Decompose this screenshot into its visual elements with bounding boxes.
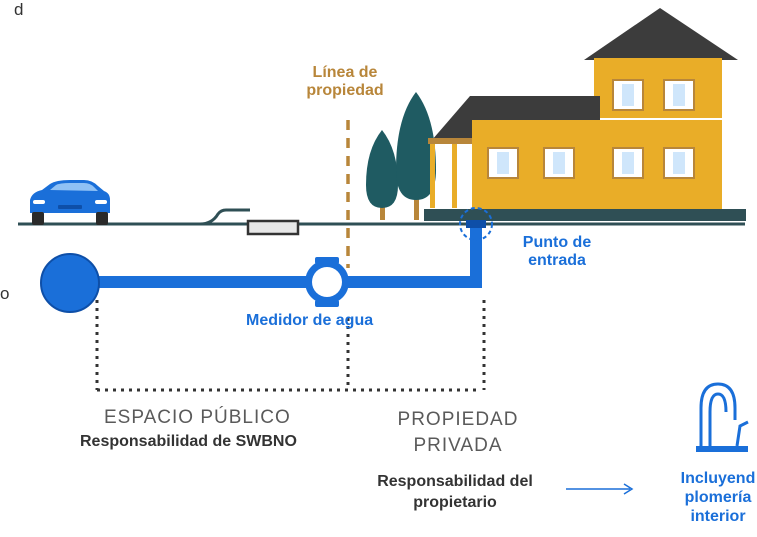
water-meter-label: Medidor de agua xyxy=(246,312,374,329)
curb-stop-icon xyxy=(199,208,300,236)
water-pipe xyxy=(40,220,486,313)
entry-point-label-line1: Punto de xyxy=(522,234,592,251)
private-resp-line2: propietario xyxy=(413,493,497,511)
water-main-icon xyxy=(40,253,100,313)
private-property-title: PROPIEDAD PRIVADA xyxy=(383,407,533,458)
property-line-label-line1: Línea de xyxy=(312,64,378,81)
includes-line3: interior xyxy=(690,508,746,526)
arrow-right-icon xyxy=(566,483,634,495)
house-icon xyxy=(424,8,746,221)
property-line-label: Línea de propiedad xyxy=(290,64,400,101)
includes-line2: plomería xyxy=(684,489,752,507)
private-resp-line1: Responsabilidad del xyxy=(377,473,533,490)
entry-point-label-line2: entrada xyxy=(528,252,586,270)
entry-point-label: Punto de entrada xyxy=(508,234,606,271)
tree-icon xyxy=(366,92,436,220)
public-space-title: ESPACIO PÚBLICO xyxy=(104,407,291,428)
public-space-responsibility: Responsabilidad de SWBNO xyxy=(80,433,297,450)
private-property-responsibility: Responsabilidad del propietario xyxy=(355,472,555,514)
zone-boundaries xyxy=(95,300,486,392)
private-property-title-line1: PROPIEDAD xyxy=(397,409,519,430)
water-meter-icon xyxy=(305,257,349,307)
entry-point-marker xyxy=(459,207,493,241)
faucet-icon xyxy=(696,382,749,452)
includes-line1: Incluyend xyxy=(680,470,756,487)
car-icon xyxy=(30,180,110,225)
private-property-title-line2: PRIVADA xyxy=(413,434,503,456)
property-line-label-line2: propiedad xyxy=(306,82,384,100)
includes-interior-plumbing-label: Incluyend plomería interior xyxy=(668,469,757,527)
cut-text-left: o xyxy=(0,284,10,303)
cut-text-top: d xyxy=(14,0,24,19)
